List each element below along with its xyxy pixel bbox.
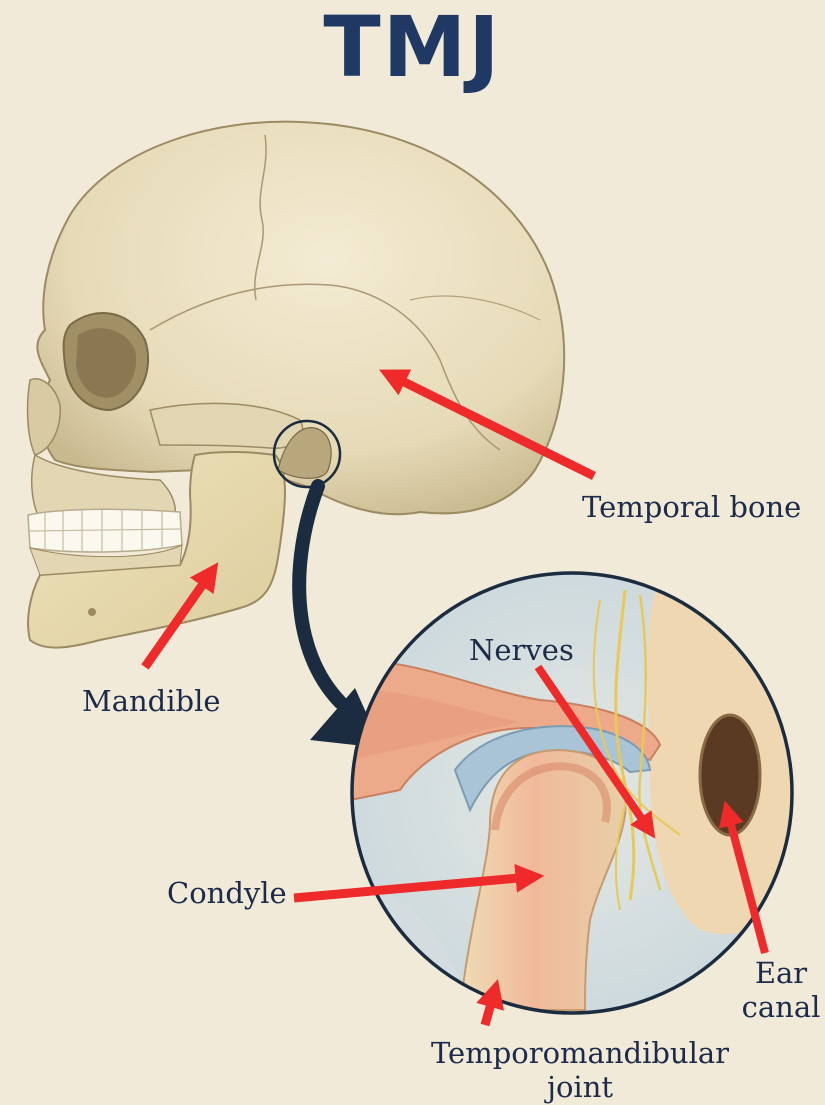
tmj-arrow	[485, 993, 494, 1025]
label-condyle: Condyle	[167, 876, 287, 910]
joint-inset	[350, 573, 800, 1013]
label-tmj-line1: Temporomandibular	[425, 1036, 735, 1070]
label-ear-canal-line1: Ear	[738, 956, 824, 990]
label-mandible: Mandible	[82, 684, 221, 718]
label-tmj-line2: joint	[425, 1070, 735, 1104]
label-ear-canal: Ear canal	[738, 956, 824, 1024]
label-temporomandibular-joint: Temporomandibular joint	[425, 1036, 735, 1104]
joint-highlight-circle	[274, 421, 340, 487]
label-ear-canal-line2: canal	[738, 990, 824, 1024]
label-temporal-bone: Temporal bone	[582, 490, 801, 524]
label-nerves: Nerves	[469, 633, 574, 667]
teeth	[28, 509, 182, 575]
